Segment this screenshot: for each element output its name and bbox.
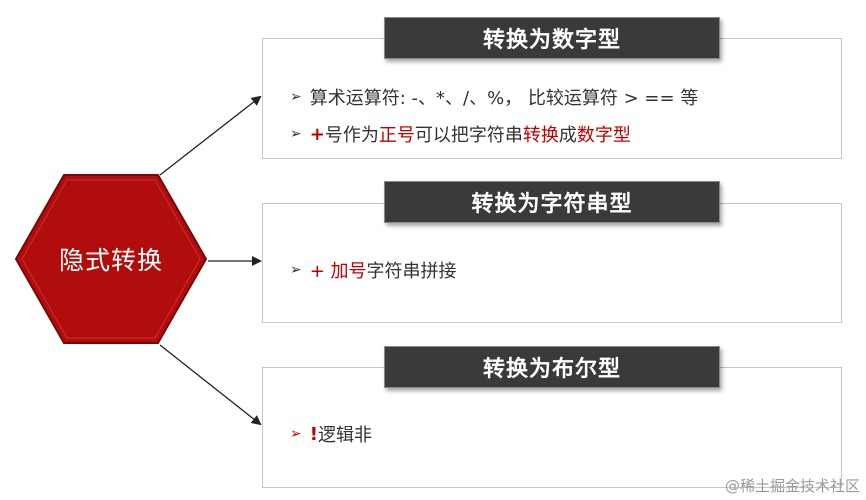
arrow-to-number [159,95,262,176]
plus-operator-text: + 加号 [309,261,367,282]
string-rule: ➢ + 加号 字符串拼接 [290,257,457,283]
boolean-conversion-title: 转换为布尔型 [384,346,720,388]
string-conversion-title: 转换为字符串型 [384,181,720,223]
arrow-bullet-icon: ➢ [290,262,302,278]
watermark: @稀土掘金技术社区 [724,477,860,495]
plus-desc-3: 成 [558,125,577,146]
number-type-text: 数字型 [576,125,631,146]
arrow-bullet-icon: ➢ [290,426,302,442]
string-concat-text: 字符串拼接 [366,261,457,282]
number-conversion-title: 转换为数字型 [384,17,720,59]
logical-not-text: 逻辑非 [317,425,372,446]
plus-desc-1: 号作为 [324,125,379,146]
number-rule-operators: ➢ 算术运算符: -、*、/、%， 比较运算符 > == 等 [290,84,698,110]
boolean-rule: ➢ ! 逻辑非 [290,421,372,447]
string-conversion-box [262,203,842,323]
arrow-to-boolean [159,344,262,426]
center-label: 隐式转换 [58,246,163,275]
not-operator: ! [309,423,318,445]
operators-text: 算术运算符: -、*、/、%， 比较运算符 > == 等 [309,88,699,109]
arrow-bullet-icon: ➢ [290,89,302,105]
plus-sign: + [309,123,325,145]
convert-text: 转换 [522,125,559,146]
hexagon-shape [14,174,208,344]
plus-desc-2: 可以把字符串 [414,125,523,146]
center-hexagon: 隐式转换 [14,172,208,346]
positive-sign-text: 正号 [378,125,415,146]
arrow-bullet-icon: ➢ [290,126,302,142]
number-rule-plus: ➢ + 号作为 正号 可以把字符串 转换 成 数字型 [290,121,631,147]
